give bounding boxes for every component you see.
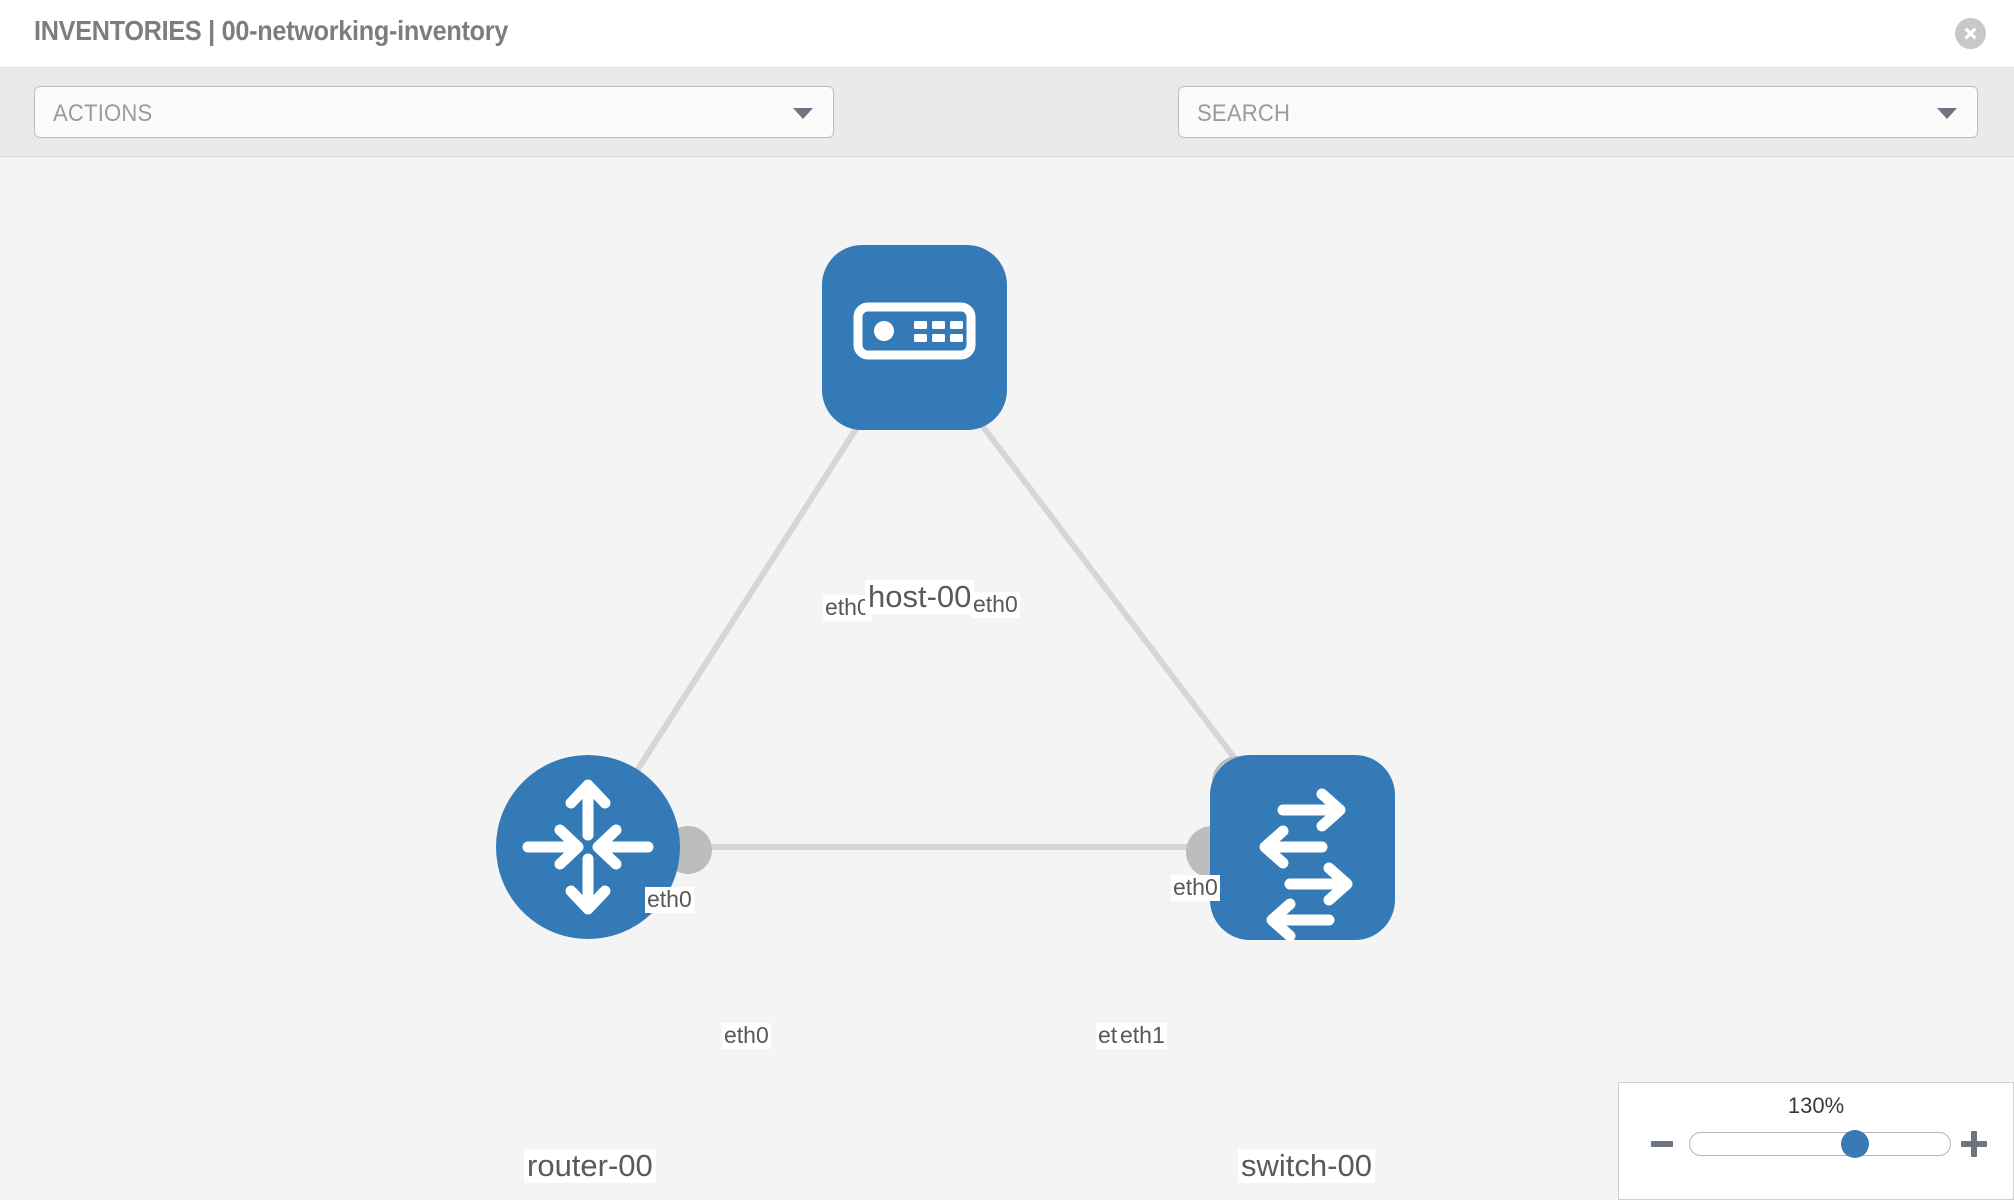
node-switch-00 bbox=[1210, 755, 1395, 942]
toolbar: ACTIONS SEARCH bbox=[0, 68, 2014, 193]
node-label-router-00: router-00 bbox=[524, 1148, 656, 1184]
search-placeholder: SEARCH bbox=[1197, 100, 1291, 127]
zoom-percent-label: 130% bbox=[1787, 1093, 1845, 1118]
edge-label-host00-eth0-left: eth0 bbox=[823, 594, 872, 621]
edge-label-switch00-eth0-uplink: eth0 bbox=[1171, 874, 1220, 901]
zoom-control-panel: 130% bbox=[1618, 1082, 2014, 1200]
topology-canvas[interactable]: eth0 eth0 eth0 eth0 eth0 eth1 eth0 host-… bbox=[0, 157, 2014, 1200]
zoom-in-button[interactable] bbox=[1961, 1131, 1987, 1157]
zoom-out-button[interactable] bbox=[1651, 1141, 1673, 1147]
router-arrows-icon bbox=[522, 779, 654, 915]
switch-arrows-icon bbox=[1259, 788, 1353, 942]
chevron-down-icon bbox=[793, 108, 813, 119]
node-router-00 bbox=[496, 755, 680, 939]
actions-dropdown-label: ACTIONS bbox=[53, 100, 153, 127]
close-icon[interactable] bbox=[1955, 18, 1986, 49]
node-router-00-shape bbox=[496, 755, 680, 939]
actions-dropdown[interactable]: ACTIONS bbox=[34, 86, 834, 138]
edge-label-switch00-eth1: eth1 bbox=[1118, 1022, 1167, 1049]
search-input[interactable]: SEARCH bbox=[1178, 86, 1978, 138]
edge-label-router00-eth0: eth0 bbox=[722, 1022, 771, 1049]
page-header: INVENTORIES | 00-networking-inventory bbox=[0, 0, 2014, 68]
zoom-slider-track[interactable] bbox=[1689, 1132, 1951, 1156]
server-icon bbox=[853, 302, 976, 360]
zoom-slider-thumb[interactable] bbox=[1841, 1130, 1869, 1158]
edge-label-host00-eth0-right: eth0 bbox=[971, 591, 1020, 618]
chevron-down-icon bbox=[1937, 108, 1957, 119]
node-host-00 bbox=[822, 245, 1007, 430]
node-label-host-00: host-00 bbox=[865, 579, 975, 615]
topology-graph bbox=[496, 245, 1395, 942]
page-title: INVENTORIES | 00-networking-inventory bbox=[34, 15, 509, 46]
edge-label-router00-eth0-uplink: eth0 bbox=[645, 886, 694, 913]
node-label-switch-00: switch-00 bbox=[1238, 1148, 1375, 1184]
